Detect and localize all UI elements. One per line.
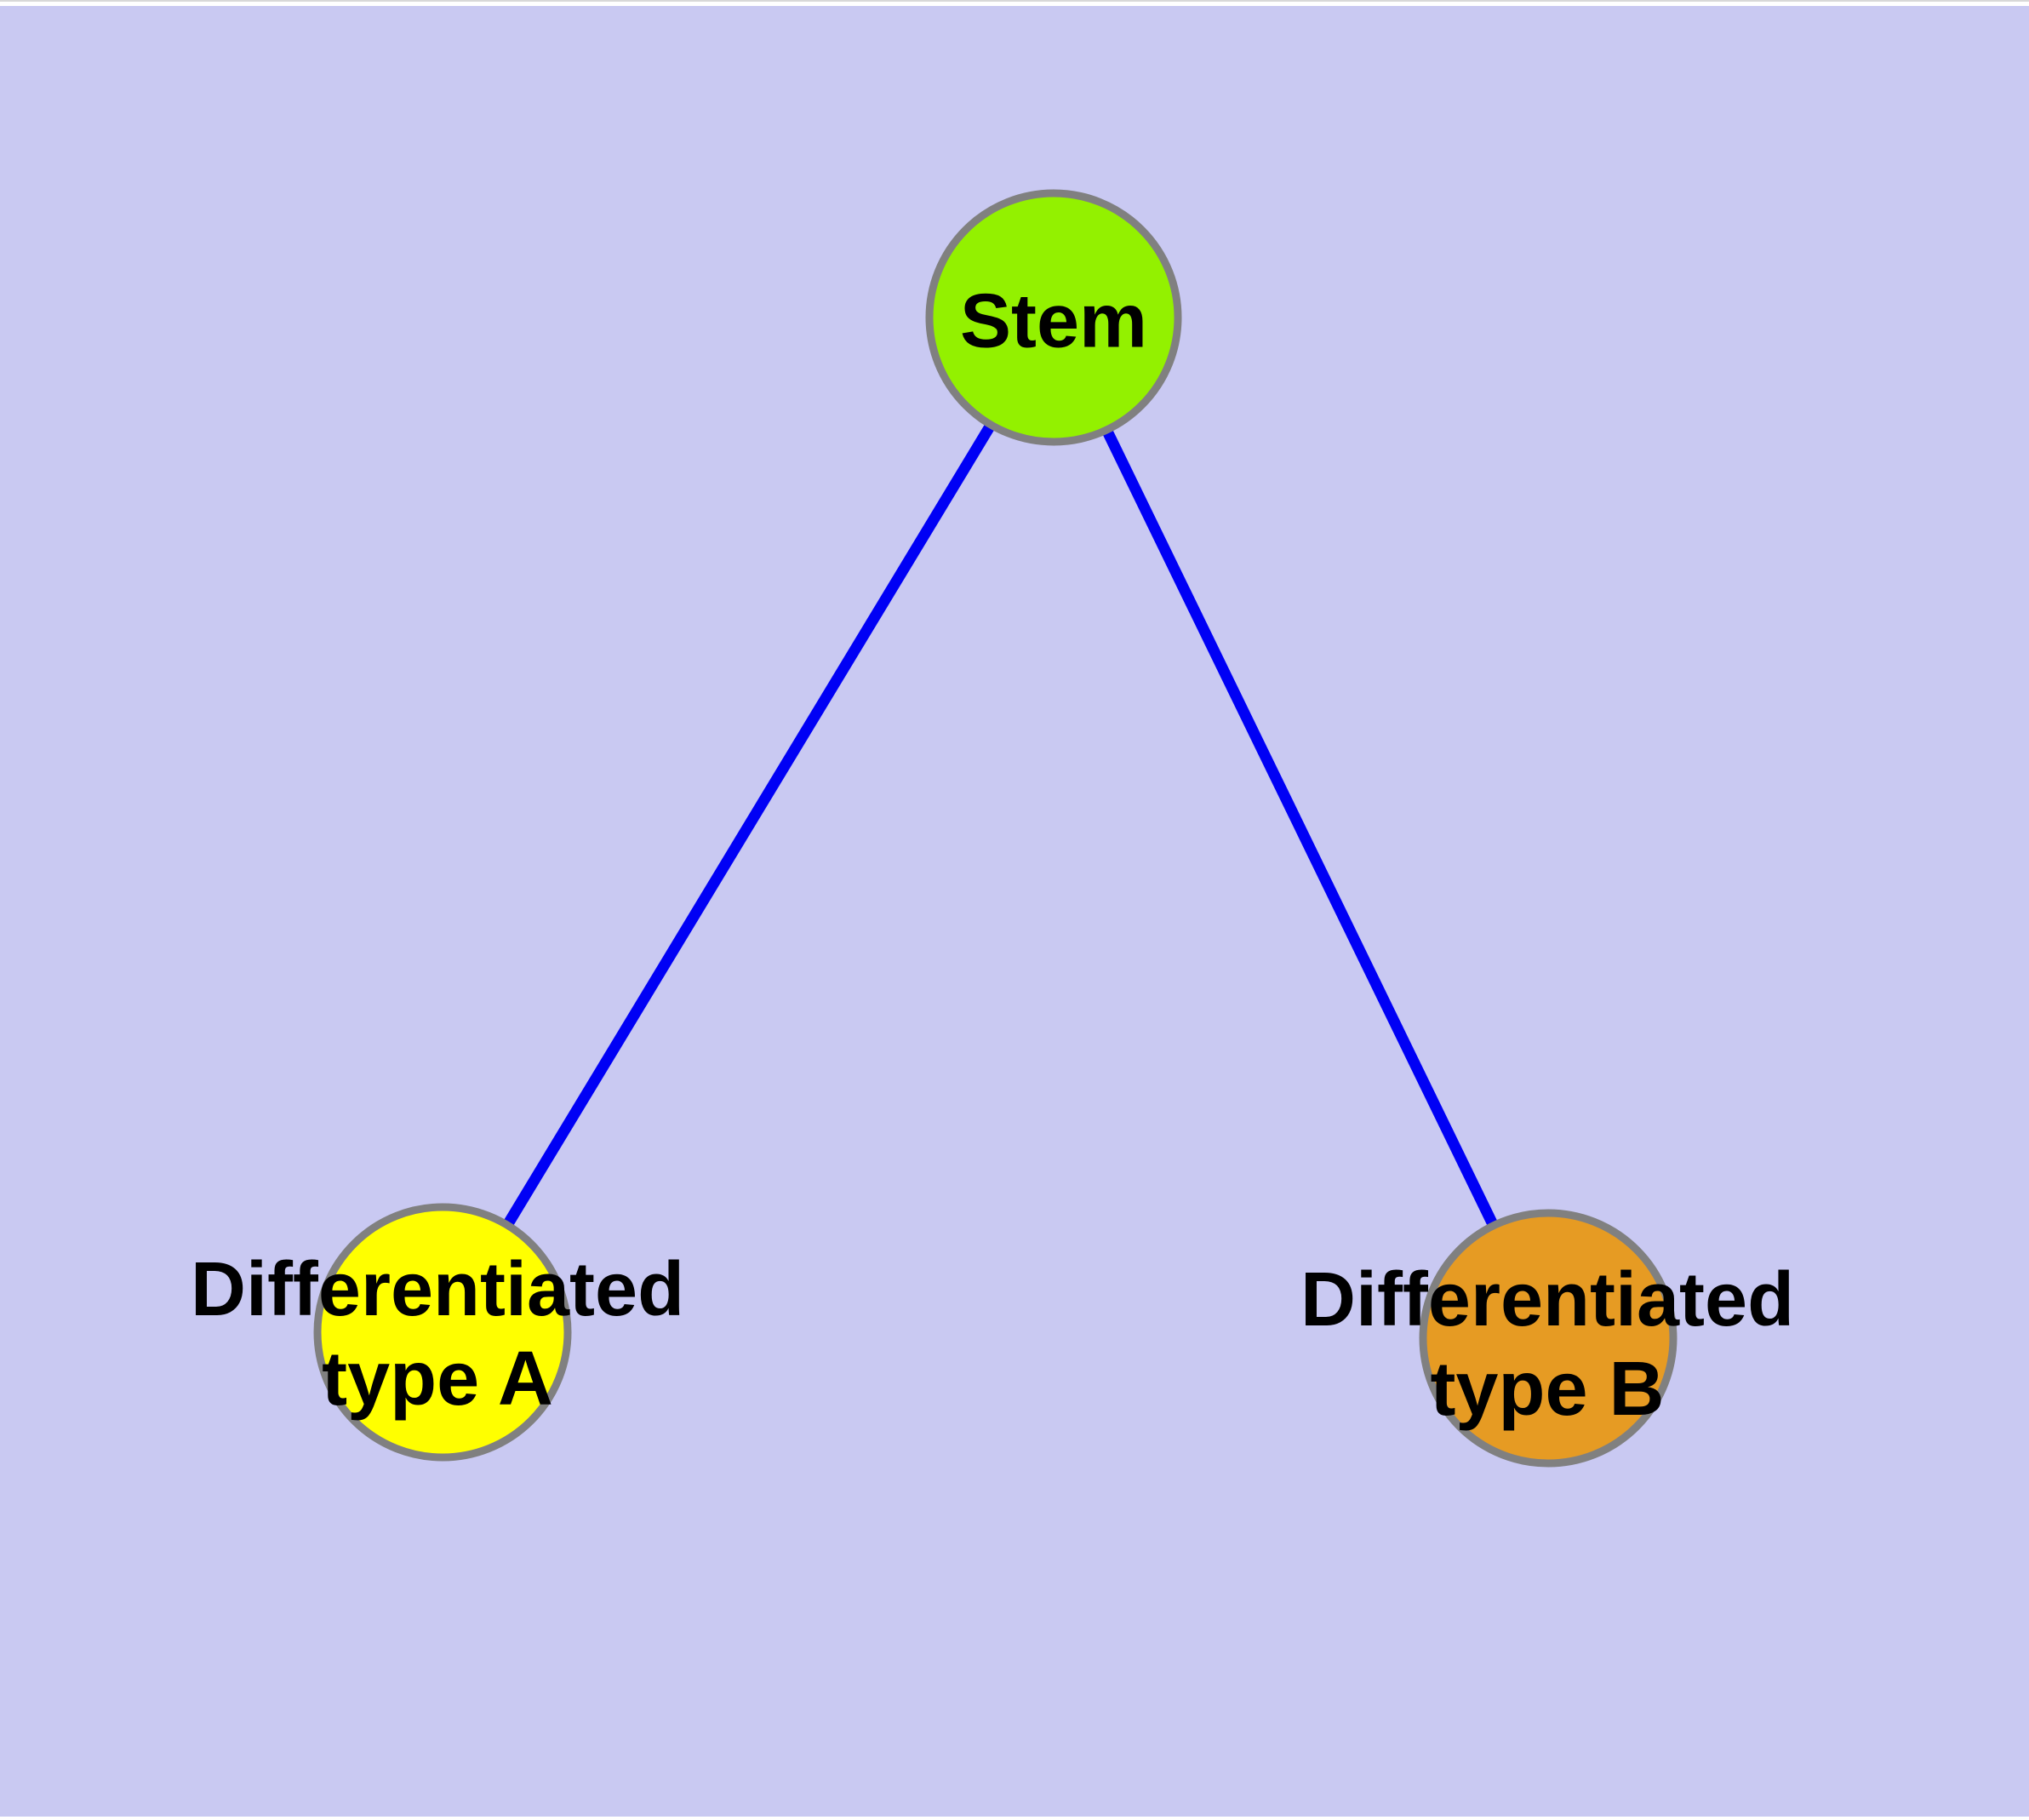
node-type-b-label-line2: type B — [1430, 1347, 1665, 1432]
edge-stem-to-type-a — [437, 318, 1059, 1336]
node-stem-circle — [925, 189, 1182, 446]
node-type-b-circle — [1419, 1209, 1677, 1468]
node-type-a-label: Differentiated type A — [191, 1245, 684, 1424]
node-type-b-label: Differentiated type B — [1300, 1256, 1794, 1434]
node-type-a-label-line2: type A — [322, 1336, 553, 1422]
node-stem-label: Stem — [959, 278, 1148, 364]
node-type-b-label-line1: Differentiated — [1300, 1257, 1795, 1342]
node-type-a-circle — [313, 1203, 572, 1462]
node-type-a-label-line1: Differentiated — [190, 1247, 685, 1332]
edge-stem-to-type-b — [1049, 318, 1553, 1341]
